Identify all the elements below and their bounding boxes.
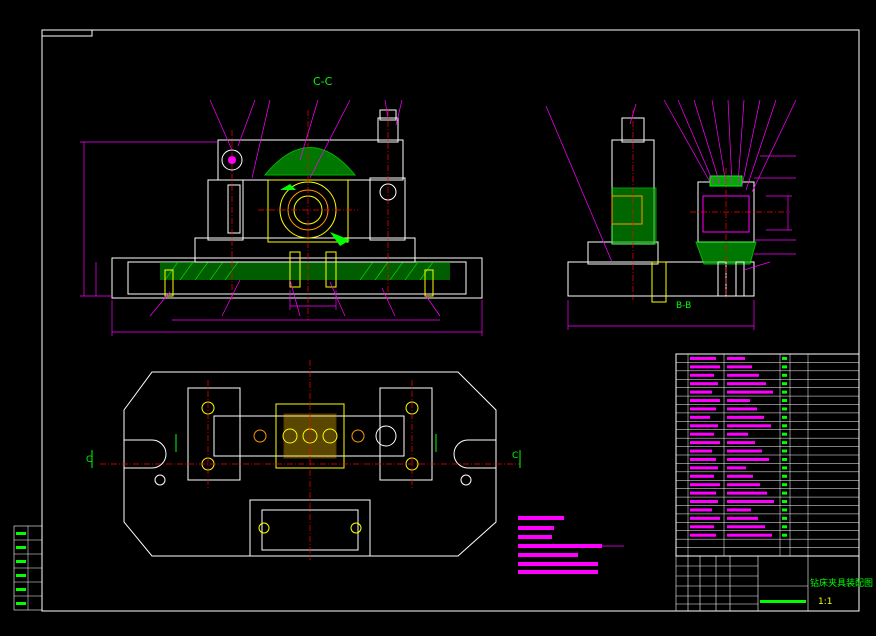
parts-row-code-mark	[690, 382, 718, 386]
parts-row-code-mark	[690, 424, 718, 428]
parts-row-code-mark	[690, 533, 716, 537]
parts-row-qty-mark	[782, 525, 787, 529]
parts-row-qty-mark	[782, 466, 787, 470]
title-block-drawing-name: 钻床夹具装配图	[810, 577, 873, 589]
parts-row-code-mark	[690, 356, 716, 360]
parts-row-name-mark	[727, 390, 773, 394]
parts-row-code-mark	[690, 415, 710, 419]
parts-row-code-mark	[690, 365, 720, 369]
front-view-dimensions	[80, 99, 483, 336]
parts-row-qty-mark	[782, 491, 787, 495]
parts-row-code-mark	[690, 399, 720, 403]
parts-row-code-mark	[690, 508, 712, 512]
parts-row-code-mark	[690, 373, 714, 377]
parts-row-qty-mark	[782, 424, 787, 428]
parts-row-qty-mark	[782, 533, 787, 537]
parts-row-name-mark	[727, 483, 760, 487]
parts-row-code-mark	[690, 516, 720, 520]
parts-row-code-mark	[690, 457, 716, 461]
parts-row-code-mark	[690, 474, 714, 478]
parts-row-name-mark	[727, 449, 762, 453]
parts-row-code-mark	[690, 390, 712, 394]
parts-row-qty-mark	[782, 373, 787, 377]
parts-row-qty-mark	[782, 500, 787, 504]
parts-row-code-mark	[690, 407, 716, 411]
parts-row-qty-mark	[782, 432, 787, 436]
parts-row-name-mark	[727, 474, 753, 478]
parts-row-name-mark	[727, 457, 769, 461]
parts-row-qty-mark	[782, 356, 787, 360]
parts-row-code-mark	[690, 483, 720, 487]
parts-row-qty-mark	[782, 483, 787, 487]
parts-row-qty-mark	[782, 407, 787, 411]
title-block-bar	[760, 600, 806, 603]
parts-row-qty-mark	[782, 390, 787, 394]
parts-row-name-mark	[727, 407, 757, 411]
parts-list-table	[675, 353, 860, 557]
parts-row-qty-mark	[782, 441, 787, 445]
title-block	[675, 555, 860, 612]
parts-row-qty-mark	[782, 474, 787, 478]
drawing-frame	[41, 29, 860, 612]
parts-row-name-mark	[727, 491, 767, 495]
parts-row-qty-mark	[782, 457, 787, 461]
parts-row-code-mark	[690, 466, 718, 470]
parts-row-name-mark	[727, 415, 764, 419]
parts-row-code-mark	[690, 449, 712, 453]
parts-row-name-mark	[727, 432, 748, 436]
parts-row-name-mark	[727, 399, 750, 403]
parts-row-name-mark	[727, 466, 746, 470]
revision-block	[13, 525, 43, 611]
parts-row-name-mark	[727, 373, 759, 377]
side-view: B-B	[567, 110, 790, 311]
parts-row-name-mark	[727, 424, 771, 428]
parts-row-qty-mark	[782, 508, 787, 512]
parts-row-name-mark	[727, 500, 774, 504]
parts-row-name-mark	[727, 441, 755, 445]
parts-row-code-mark	[690, 432, 714, 436]
parts-row-qty-mark	[782, 399, 787, 403]
parts-row-name-mark	[727, 516, 758, 520]
front-section-view	[111, 109, 483, 320]
side-view-dimensions	[545, 99, 797, 330]
title-block-scale: 1:1	[818, 597, 832, 607]
section-marker-left: C	[86, 455, 92, 465]
parts-row-name-mark	[727, 533, 772, 537]
section-marker-right: C	[512, 451, 518, 461]
parts-row-code-mark	[690, 525, 714, 529]
parts-row-code-mark	[690, 500, 718, 504]
parts-row-qty-mark	[782, 516, 787, 520]
parts-row-name-mark	[727, 525, 765, 529]
parts-row-qty-mark	[782, 415, 787, 419]
parts-row-name-mark	[727, 508, 751, 512]
parts-row-name-mark	[727, 382, 766, 386]
parts-row-name-mark	[727, 356, 745, 360]
parts-row-code-mark	[690, 441, 720, 445]
parts-row-code-mark	[690, 491, 716, 495]
parts-row-qty-mark	[782, 365, 787, 369]
parts-row-qty-mark	[782, 449, 787, 453]
parts-row-qty-mark	[782, 382, 787, 386]
datum-label: B-B	[676, 301, 691, 311]
technical-requirements-block	[518, 516, 602, 574]
section-title: C-C	[313, 75, 333, 88]
top-view: C C	[86, 360, 521, 560]
parts-row-name-mark	[727, 365, 752, 369]
